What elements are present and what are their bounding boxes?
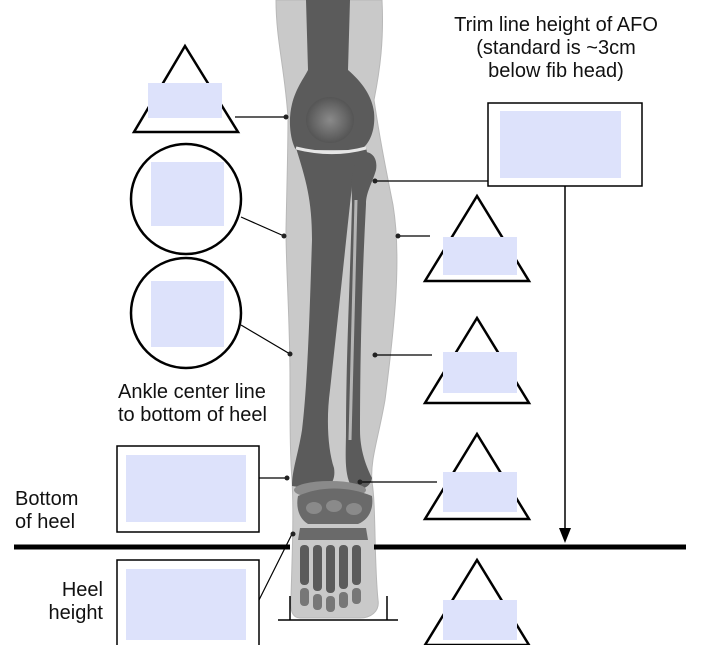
patella-bone	[306, 97, 354, 143]
answer-box-sole[interactable]	[443, 600, 517, 640]
ankle-center-label: Ankle center line to bottom of heel	[118, 381, 267, 427]
heel-height-label-line-2: height	[20, 602, 103, 625]
answer-box-ankle[interactable]	[443, 472, 517, 512]
answer-box-mid-leg[interactable]	[443, 352, 517, 393]
trim-line-label: Trim line height of AFO (standard is ~3c…	[418, 14, 694, 83]
ankle-center-label-line-2: to bottom of heel	[118, 404, 267, 427]
answer-box-fibula[interactable]	[443, 237, 517, 275]
answer-box-heel-height[interactable]	[126, 569, 246, 640]
heel-height-label-line-1: Heel	[20, 579, 103, 602]
answer-box-knee[interactable]	[148, 83, 222, 118]
trim-line-label-line-1: Trim line height of AFO	[418, 14, 694, 37]
trim-line-label-line-3: below fib head)	[418, 60, 694, 83]
answer-box-ankle-center[interactable]	[126, 455, 246, 522]
answer-box-upper-shin[interactable]	[151, 162, 224, 226]
bottom-of-heel-label-line-1: Bottom	[15, 488, 78, 511]
bottom-of-heel-label-line-2: of heel	[15, 511, 78, 534]
answer-box-lower-shin[interactable]	[151, 281, 224, 347]
bottom-of-heel-label: Bottom of heel	[15, 488, 78, 534]
answer-box-trim-line[interactable]	[500, 111, 621, 178]
heel-height-label: Heel height	[20, 579, 103, 625]
trim-line-arrow	[559, 186, 571, 543]
trim-line-label-line-2: (standard is ~3cm	[418, 37, 694, 60]
ankle-center-label-line-1: Ankle center line	[118, 381, 267, 404]
